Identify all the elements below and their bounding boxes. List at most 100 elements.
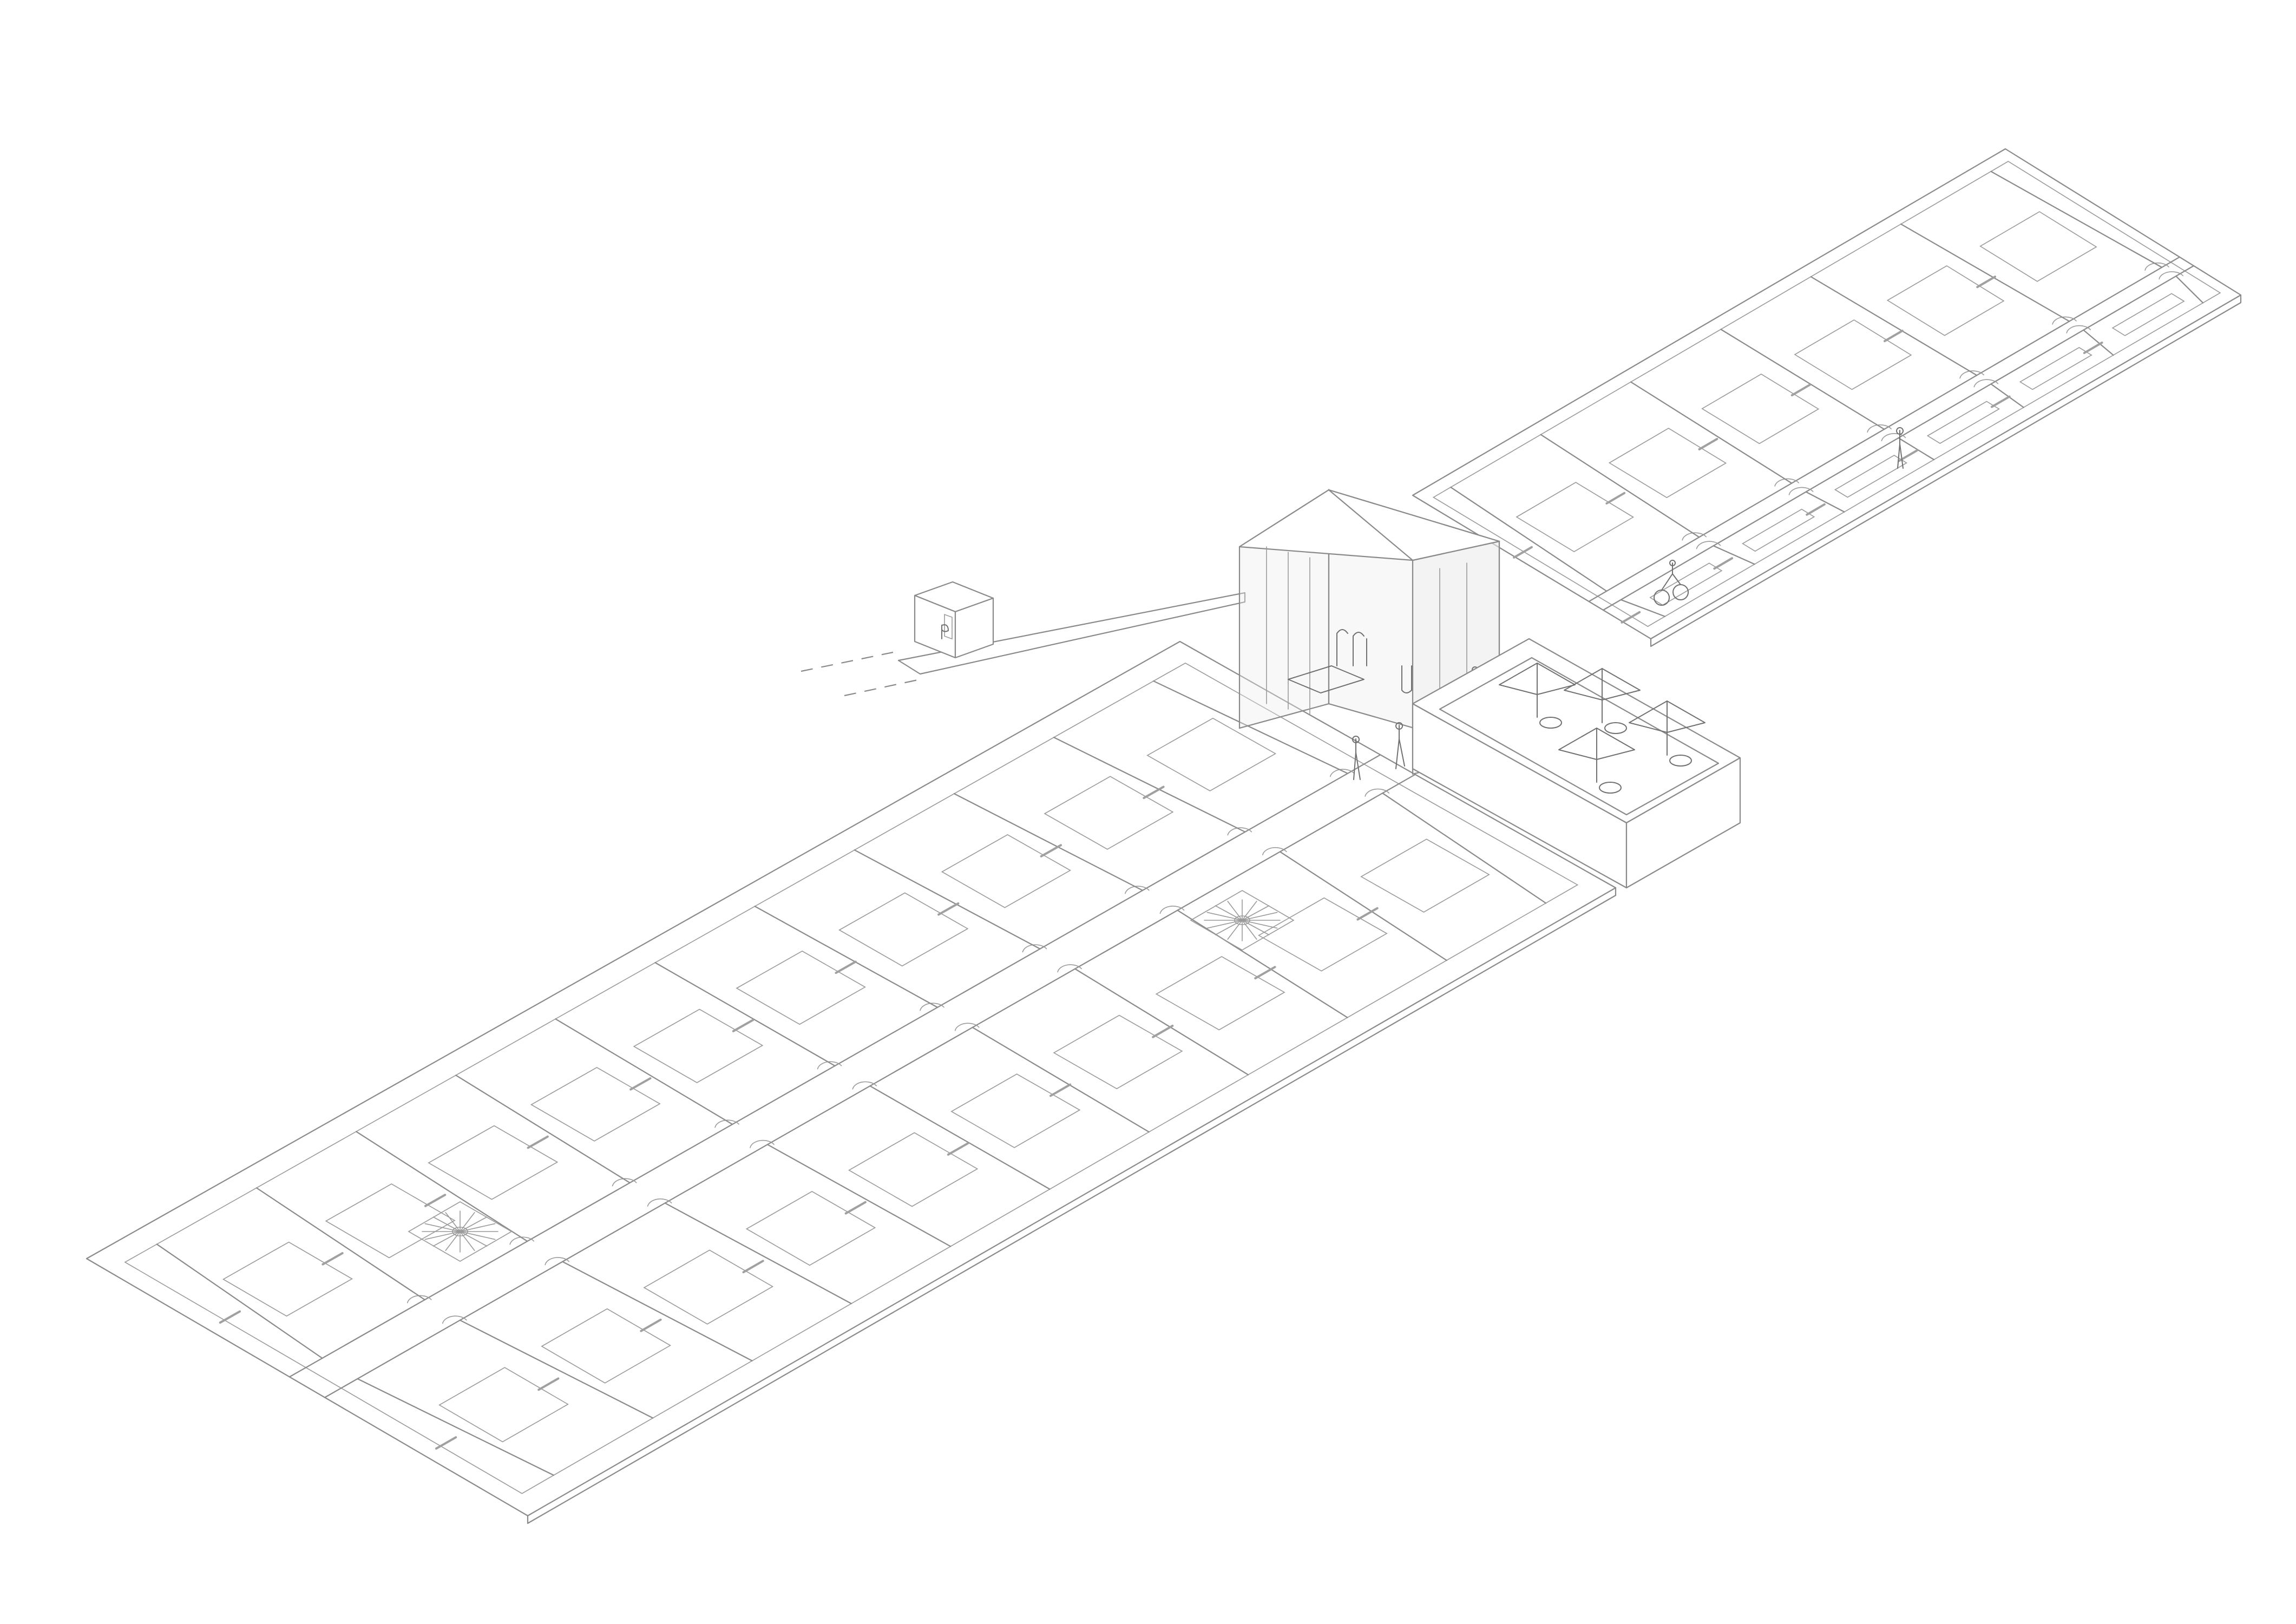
room-partition (1810, 276, 1978, 376)
skylight-rib (1215, 920, 1243, 935)
skylight-rib (460, 1231, 496, 1240)
skylight-rib (1215, 905, 1243, 921)
skylight-rib (445, 1212, 461, 1232)
room-table (1794, 319, 1912, 390)
room-partition (1713, 545, 1755, 565)
room-dash (1254, 966, 1276, 980)
room-dash (732, 1019, 755, 1032)
room-table (2019, 346, 2092, 390)
skylight-frame (1190, 890, 1295, 951)
room-partition (1898, 437, 1935, 461)
inner-perimeter (1432, 161, 2221, 627)
skylight-rib (1227, 901, 1243, 921)
room-table (222, 1241, 353, 1317)
room-dash (1040, 844, 1062, 857)
room-partition (664, 1202, 852, 1305)
skylight-rib (1242, 920, 1257, 940)
door-swing (750, 1140, 775, 1148)
wing-slab (86, 640, 1617, 1517)
skylight-rib (424, 1231, 461, 1240)
room-partition (1074, 968, 1249, 1076)
room-dash (1049, 1083, 1072, 1097)
room-table (428, 1125, 559, 1200)
room-partition (1177, 909, 1348, 1018)
room-partition (459, 1319, 654, 1419)
room-partition (555, 1018, 733, 1125)
skylight-rib (1206, 920, 1243, 929)
room-dash (947, 1142, 969, 1156)
skylight-rib (460, 1231, 488, 1247)
room-table (941, 834, 1072, 908)
room-table (1516, 482, 1635, 553)
skylight-rib (1227, 920, 1243, 940)
room-partition (972, 1026, 1150, 1133)
room-table (1701, 374, 1820, 444)
room-dash (219, 1310, 241, 1324)
room-table (1834, 455, 1908, 498)
room-partition (455, 1075, 631, 1184)
door-swing (1365, 788, 1389, 797)
room-table (1979, 211, 2097, 282)
room-dash (629, 1077, 652, 1091)
room-dash (1976, 276, 1997, 289)
room-partition (2083, 329, 2114, 356)
room-partition (1450, 486, 1608, 592)
room-dash (1621, 611, 1641, 624)
room-table (736, 950, 866, 1025)
room-table (838, 892, 969, 967)
cafe-table (1669, 755, 1692, 767)
umbrella (1499, 663, 1576, 695)
door-swing (647, 1198, 672, 1207)
room-partition (357, 1378, 555, 1476)
door-swing (954, 1023, 980, 1031)
room-table (325, 1183, 456, 1259)
door-swing (2066, 325, 2091, 333)
room-dash (1990, 395, 2011, 408)
room-dash (742, 1260, 764, 1274)
room-dash (2083, 341, 2103, 355)
room-dash (1605, 492, 1626, 505)
room-partition (1053, 737, 1246, 833)
skylight-rib (460, 1223, 496, 1232)
cafe-table (1539, 717, 1562, 729)
door-swing (1696, 541, 1721, 549)
door-swing (1057, 964, 1082, 973)
skylight-frame (408, 1201, 513, 1262)
room-table (2111, 293, 2185, 336)
room-table (438, 1367, 569, 1443)
room-table (1257, 897, 1388, 972)
room-partition (869, 1085, 1051, 1190)
room-dash (937, 902, 960, 916)
room-dash (1698, 437, 1718, 451)
room-dash (424, 1194, 447, 1207)
room-table (541, 1308, 672, 1384)
room-dash (1806, 503, 1826, 516)
room-partition (1279, 851, 1447, 961)
room-partition (1153, 680, 1348, 774)
door-swing (1881, 433, 1906, 442)
skylight-rib (1242, 901, 1257, 921)
door-swing (406, 1295, 432, 1304)
skylight-rib (432, 1231, 461, 1247)
room-partition (562, 1261, 753, 1361)
skylight-rib (432, 1216, 461, 1232)
room-table (1649, 562, 1723, 606)
room-dash (1356, 907, 1379, 921)
skylight-rib (1242, 920, 1270, 935)
room-dash (435, 1436, 457, 1450)
room-dash (835, 960, 857, 974)
ticket-booth (914, 581, 994, 659)
door-swing (1159, 906, 1185, 914)
room-partition (1990, 383, 2024, 408)
skylight-hub (452, 1227, 468, 1236)
room-table (1608, 428, 1727, 499)
room-partition (1990, 171, 2163, 268)
room-partition (654, 962, 836, 1067)
room-partition (754, 906, 939, 1008)
umbrella (1629, 700, 1705, 733)
room-table (633, 1009, 764, 1083)
room-partition (1630, 381, 1793, 484)
room-dash (1713, 557, 1734, 570)
access-bridge (801, 592, 1246, 697)
